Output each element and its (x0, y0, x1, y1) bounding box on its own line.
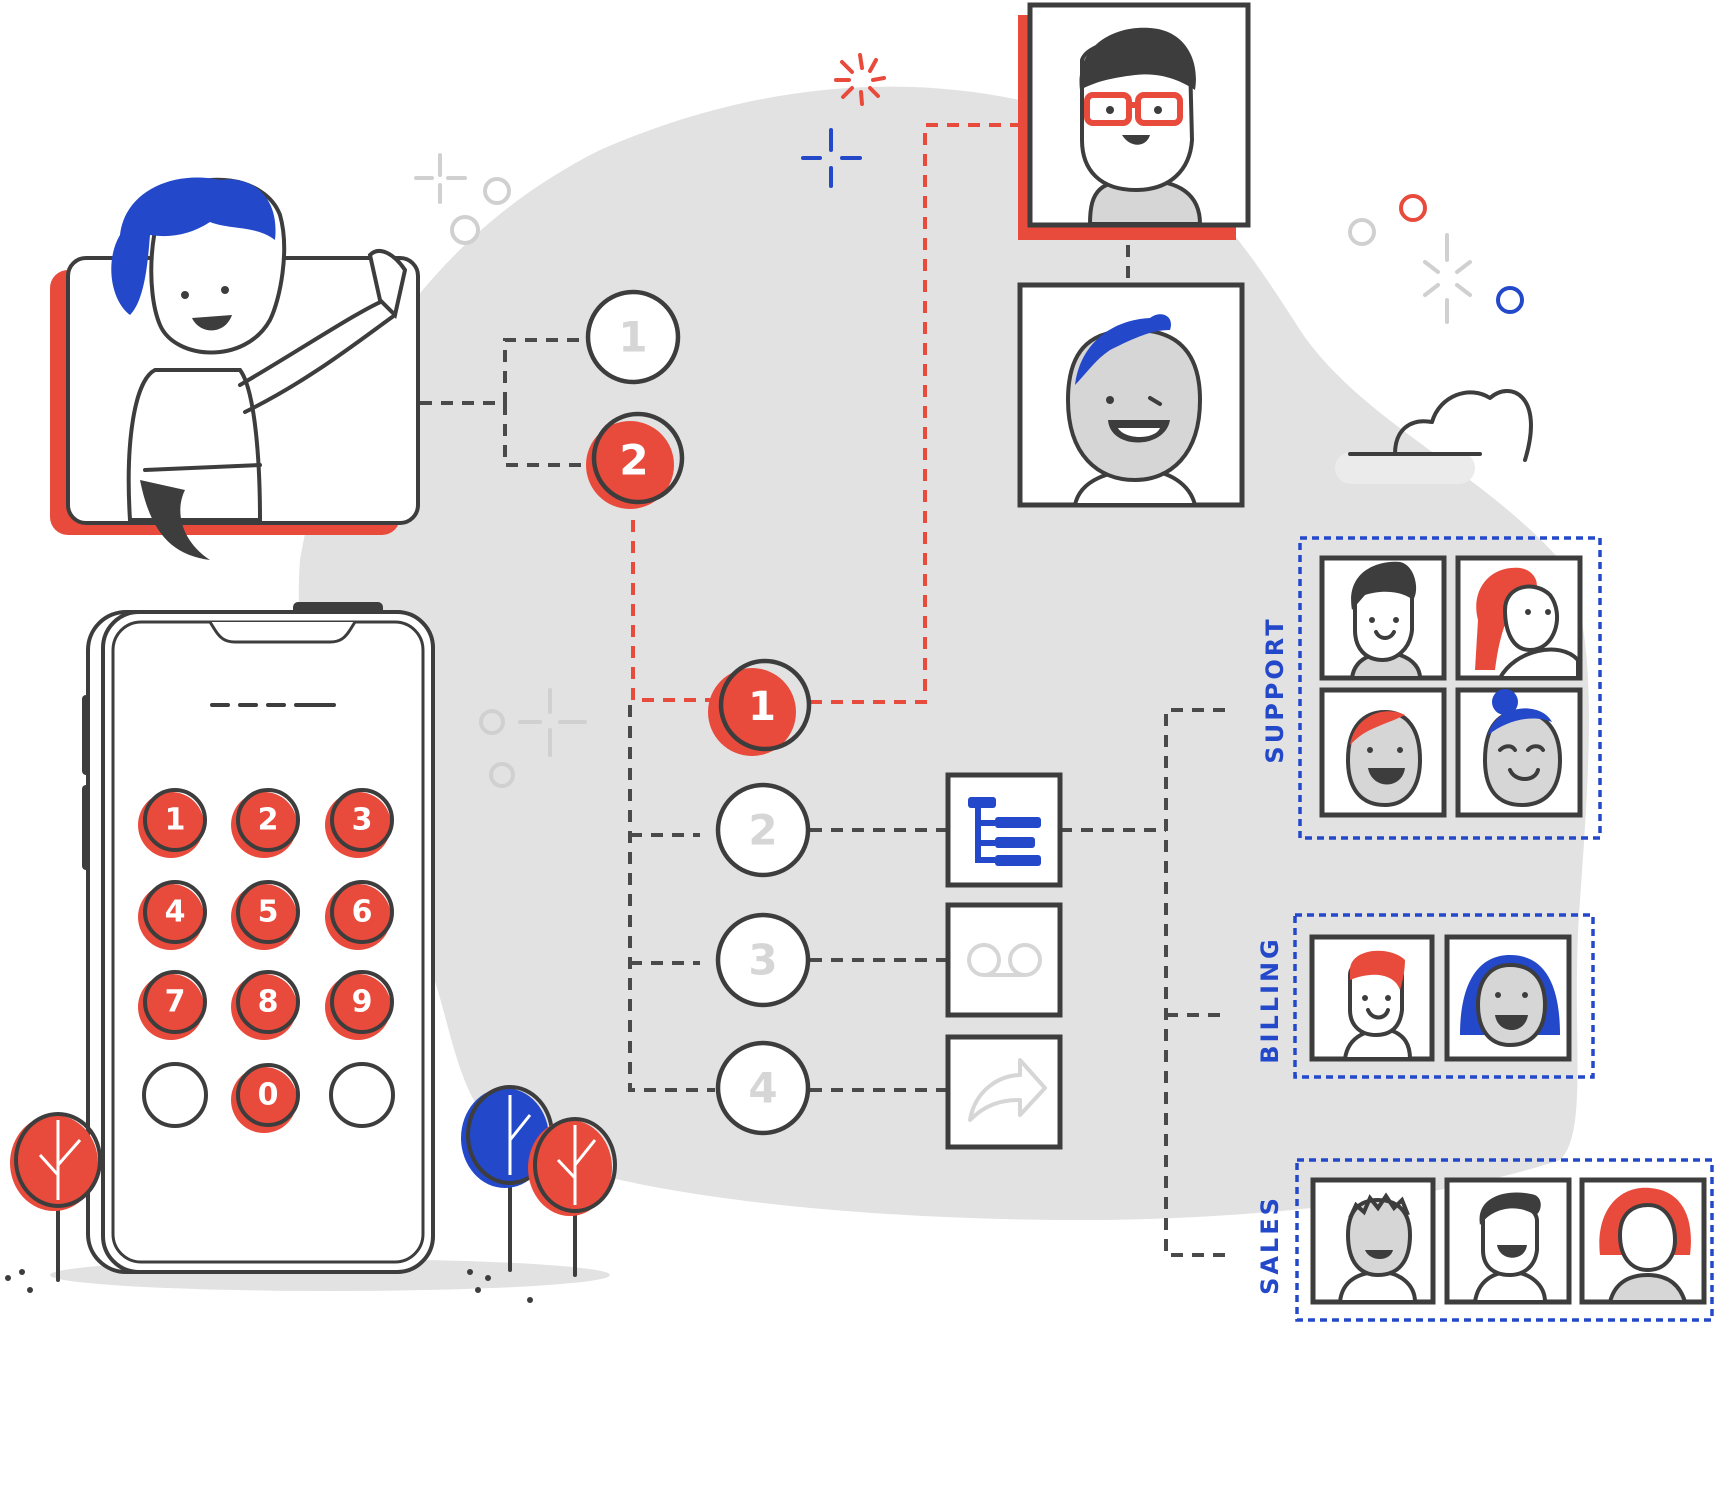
keypad-key-label: 2 (258, 803, 279, 838)
keypad-key-label: 4 (165, 895, 186, 930)
support-agent-portrait (1455, 555, 1583, 681)
caller-window (50, 177, 420, 560)
agent-portrait-blue-hair (1017, 282, 1245, 508)
keypad-key-label: 7 (165, 985, 186, 1020)
sales-group: SALES (1256, 1158, 1714, 1322)
menu-option-1-label: 1 (618, 313, 647, 362)
hierarchy-icon (945, 772, 1063, 888)
keypad-key-9[interactable]: 9 (325, 970, 394, 1040)
keypad-key-label: 9 (352, 985, 373, 1020)
billing-group-label: BILLING (1256, 936, 1284, 1064)
sales-agent-portrait (1579, 1177, 1707, 1305)
support-agent-portrait (1455, 687, 1583, 818)
keypad-key-0[interactable]: 0 (231, 1063, 300, 1133)
connector-lines (420, 123, 1225, 1257)
keypad-key-1[interactable]: 1 (138, 788, 207, 858)
keypad-key-3[interactable]: 3 (325, 788, 394, 858)
keypad-key-6[interactable]: 6 (325, 880, 394, 950)
decorative-sparkles (414, 53, 1524, 788)
support-group-label: SUPPORT (1261, 616, 1289, 763)
agent-portrait-glasses (1018, 2, 1251, 240)
caller-hair (111, 177, 276, 315)
cloud (1335, 388, 1533, 484)
support-agent-portrait (1319, 687, 1447, 818)
submenu-option-2: 2 (715, 782, 811, 878)
billing-agent-portrait (1309, 934, 1435, 1062)
submenu-option-4-label: 4 (748, 1064, 777, 1113)
support-group: SUPPORT (1261, 536, 1602, 840)
menu-option-2: 2 (586, 411, 685, 509)
menu-option-2-label: 2 (619, 436, 648, 485)
keypad-key-label: 5 (258, 895, 279, 930)
keypad-key-8[interactable]: 8 (231, 970, 300, 1040)
keypad-key-4[interactable]: 4 (138, 880, 207, 950)
sales-group-label: SALES (1256, 1195, 1284, 1295)
sales-agent-portrait (1444, 1177, 1572, 1305)
keypad-key-label: 1 (165, 803, 186, 838)
keypad-key-5[interactable]: 5 (231, 880, 300, 950)
keypad-key-label: 6 (352, 895, 373, 930)
keypad-key-label: 8 (258, 985, 279, 1020)
submenu-option-2-label: 2 (748, 806, 777, 855)
keypad-key-7[interactable]: 7 (138, 970, 207, 1040)
mobile-phone: 1 2 3 4 5 6 7 8 9 0 (82, 602, 435, 1274)
support-agent-portrait (1319, 555, 1447, 681)
keypad-key-blank[interactable] (329, 1062, 395, 1128)
menu-option-1: 1 (585, 289, 681, 385)
submenu-option-1: 1 (708, 658, 812, 756)
trees (5, 1085, 617, 1303)
billing-group: BILLING (1256, 913, 1595, 1079)
submenu-option-4: 4 (715, 1040, 811, 1136)
billing-agent-portrait (1444, 934, 1572, 1062)
submenu-option-3-label: 3 (748, 936, 777, 985)
submenu-option-1-label: 1 (748, 684, 776, 730)
submenu-option-3: 3 (715, 912, 811, 1008)
keypad-key-label: 3 (352, 803, 373, 838)
forward-arrow-icon (945, 1034, 1063, 1150)
keypad-key-label: 0 (258, 1078, 279, 1113)
keypad-key-blank[interactable] (142, 1062, 208, 1128)
keypad: 1 2 3 4 5 6 7 8 9 0 (138, 788, 395, 1133)
sales-agent-portrait (1310, 1177, 1436, 1305)
keypad-key-2[interactable]: 2 (231, 788, 300, 858)
voicemail-icon (945, 902, 1063, 1018)
